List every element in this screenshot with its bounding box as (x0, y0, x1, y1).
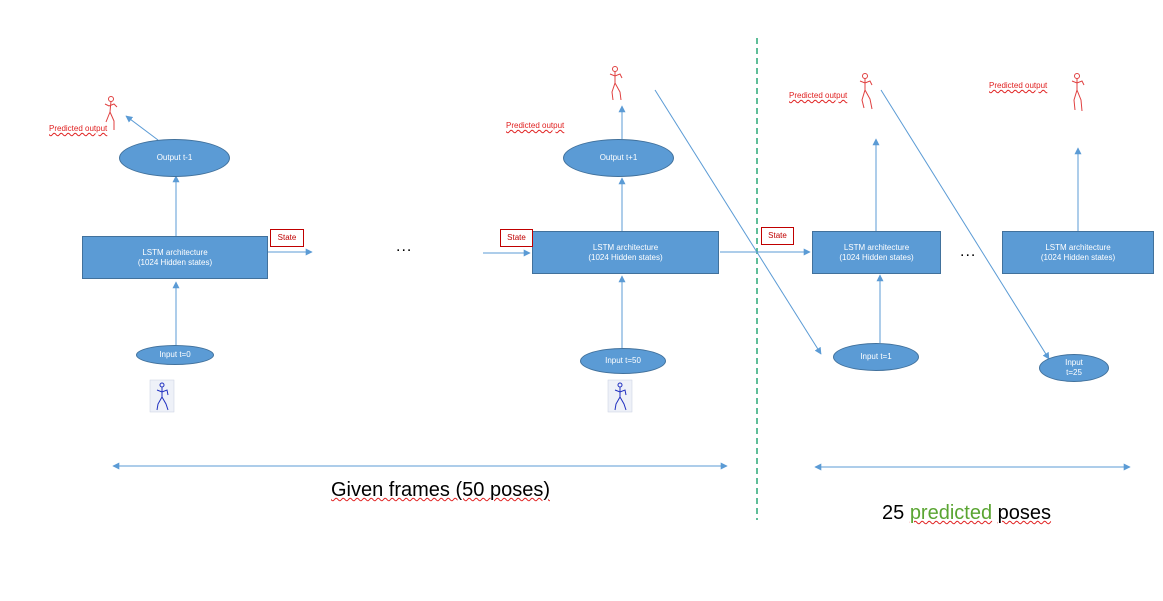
input-ellipse-t0: Input t=0 (136, 345, 214, 365)
predicted-pose-figure-3 (859, 73, 873, 110)
state-box-3: State (761, 227, 794, 245)
lstm-block-4: LSTM architecture (1024 Hidden states) (1002, 231, 1154, 274)
predicted-caption-count: 25 (882, 502, 905, 524)
input-ellipse-t50-label: Input t=50 (605, 356, 641, 365)
lstm-block-1-title: LSTM architecture (142, 247, 208, 257)
lstm-block-4-subtitle: (1024 Hidden states) (1040, 252, 1116, 262)
predicted-caption-word: predicted (909, 502, 993, 524)
predicted-pose-figure-4 (1071, 73, 1085, 112)
ellipsis-given: ... (396, 238, 413, 255)
predicted-poses-caption: 25 predicted poses (882, 502, 1051, 525)
predicted-output-label-2: Predicted output (506, 121, 565, 130)
input-ellipse-t25: Input t=25 (1039, 354, 1109, 382)
input-ellipse-t25-label-line1: Input (1065, 358, 1083, 367)
output-ellipse-t-plus-1: Output t+1 (563, 139, 674, 177)
input-ellipse-t0-label: Input t=0 (159, 350, 191, 359)
predicted-pose-figure-2 (609, 66, 623, 101)
predicted-output-label-1: Predicted output (49, 124, 108, 133)
input-ellipse-t1-label: Input t=1 (860, 352, 892, 361)
predicted-output-label-3: Predicted output (789, 91, 848, 100)
given-frames-caption: Given frames (50 poses) (331, 479, 550, 502)
lstm-block-1: LSTM architecture (1024 Hidden states) (82, 236, 268, 279)
output-ellipse-t-minus-1-label: Output t-1 (156, 153, 193, 162)
input-ellipse-t25-label-line2: t=25 (1066, 368, 1082, 377)
lstm-block-3-title: LSTM architecture (843, 242, 910, 252)
input-pose-thumbnail-t0 (149, 379, 175, 413)
input-ellipse-t50: Input t=50 (580, 348, 666, 374)
predicted-pose-figure-1 (104, 96, 118, 130)
lstm-block-4-title: LSTM architecture (1045, 242, 1111, 252)
arrow-feedback-to-input-t25 (880, 89, 1050, 360)
input-pose-thumbnail-t50 (607, 379, 633, 413)
arrow-feedback-to-input-t1 (654, 89, 822, 355)
lstm-block-3-subtitle: (1024 Hidden states) (839, 252, 914, 262)
predicted-output-label-4: Predicted output (989, 81, 1048, 90)
lstm-block-3: LSTM architecture (1024 Hidden states) (812, 231, 941, 274)
output-ellipse-t-plus-1-label: Output t+1 (599, 153, 638, 162)
ellipsis-predicted: ... (960, 243, 977, 260)
predicted-caption-poses: poses (997, 502, 1052, 524)
state-box-1: State (270, 229, 304, 247)
given-frames-caption-text: Given frames (50 poses) (331, 479, 550, 501)
lstm-block-1-subtitle: (1024 Hidden states) (137, 257, 213, 267)
state-box-2: State (500, 229, 533, 247)
output-ellipse-t-minus-1: Output t-1 (119, 139, 230, 177)
lstm-block-2: LSTM architecture (1024 Hidden states) (532, 231, 719, 274)
input-ellipse-t1: Input t=1 (833, 343, 919, 371)
lstm-block-2-title: LSTM architecture (592, 242, 659, 252)
arrow-output-to-pose1 (125, 115, 159, 141)
lstm-block-2-subtitle: (1024 Hidden states) (588, 252, 663, 262)
